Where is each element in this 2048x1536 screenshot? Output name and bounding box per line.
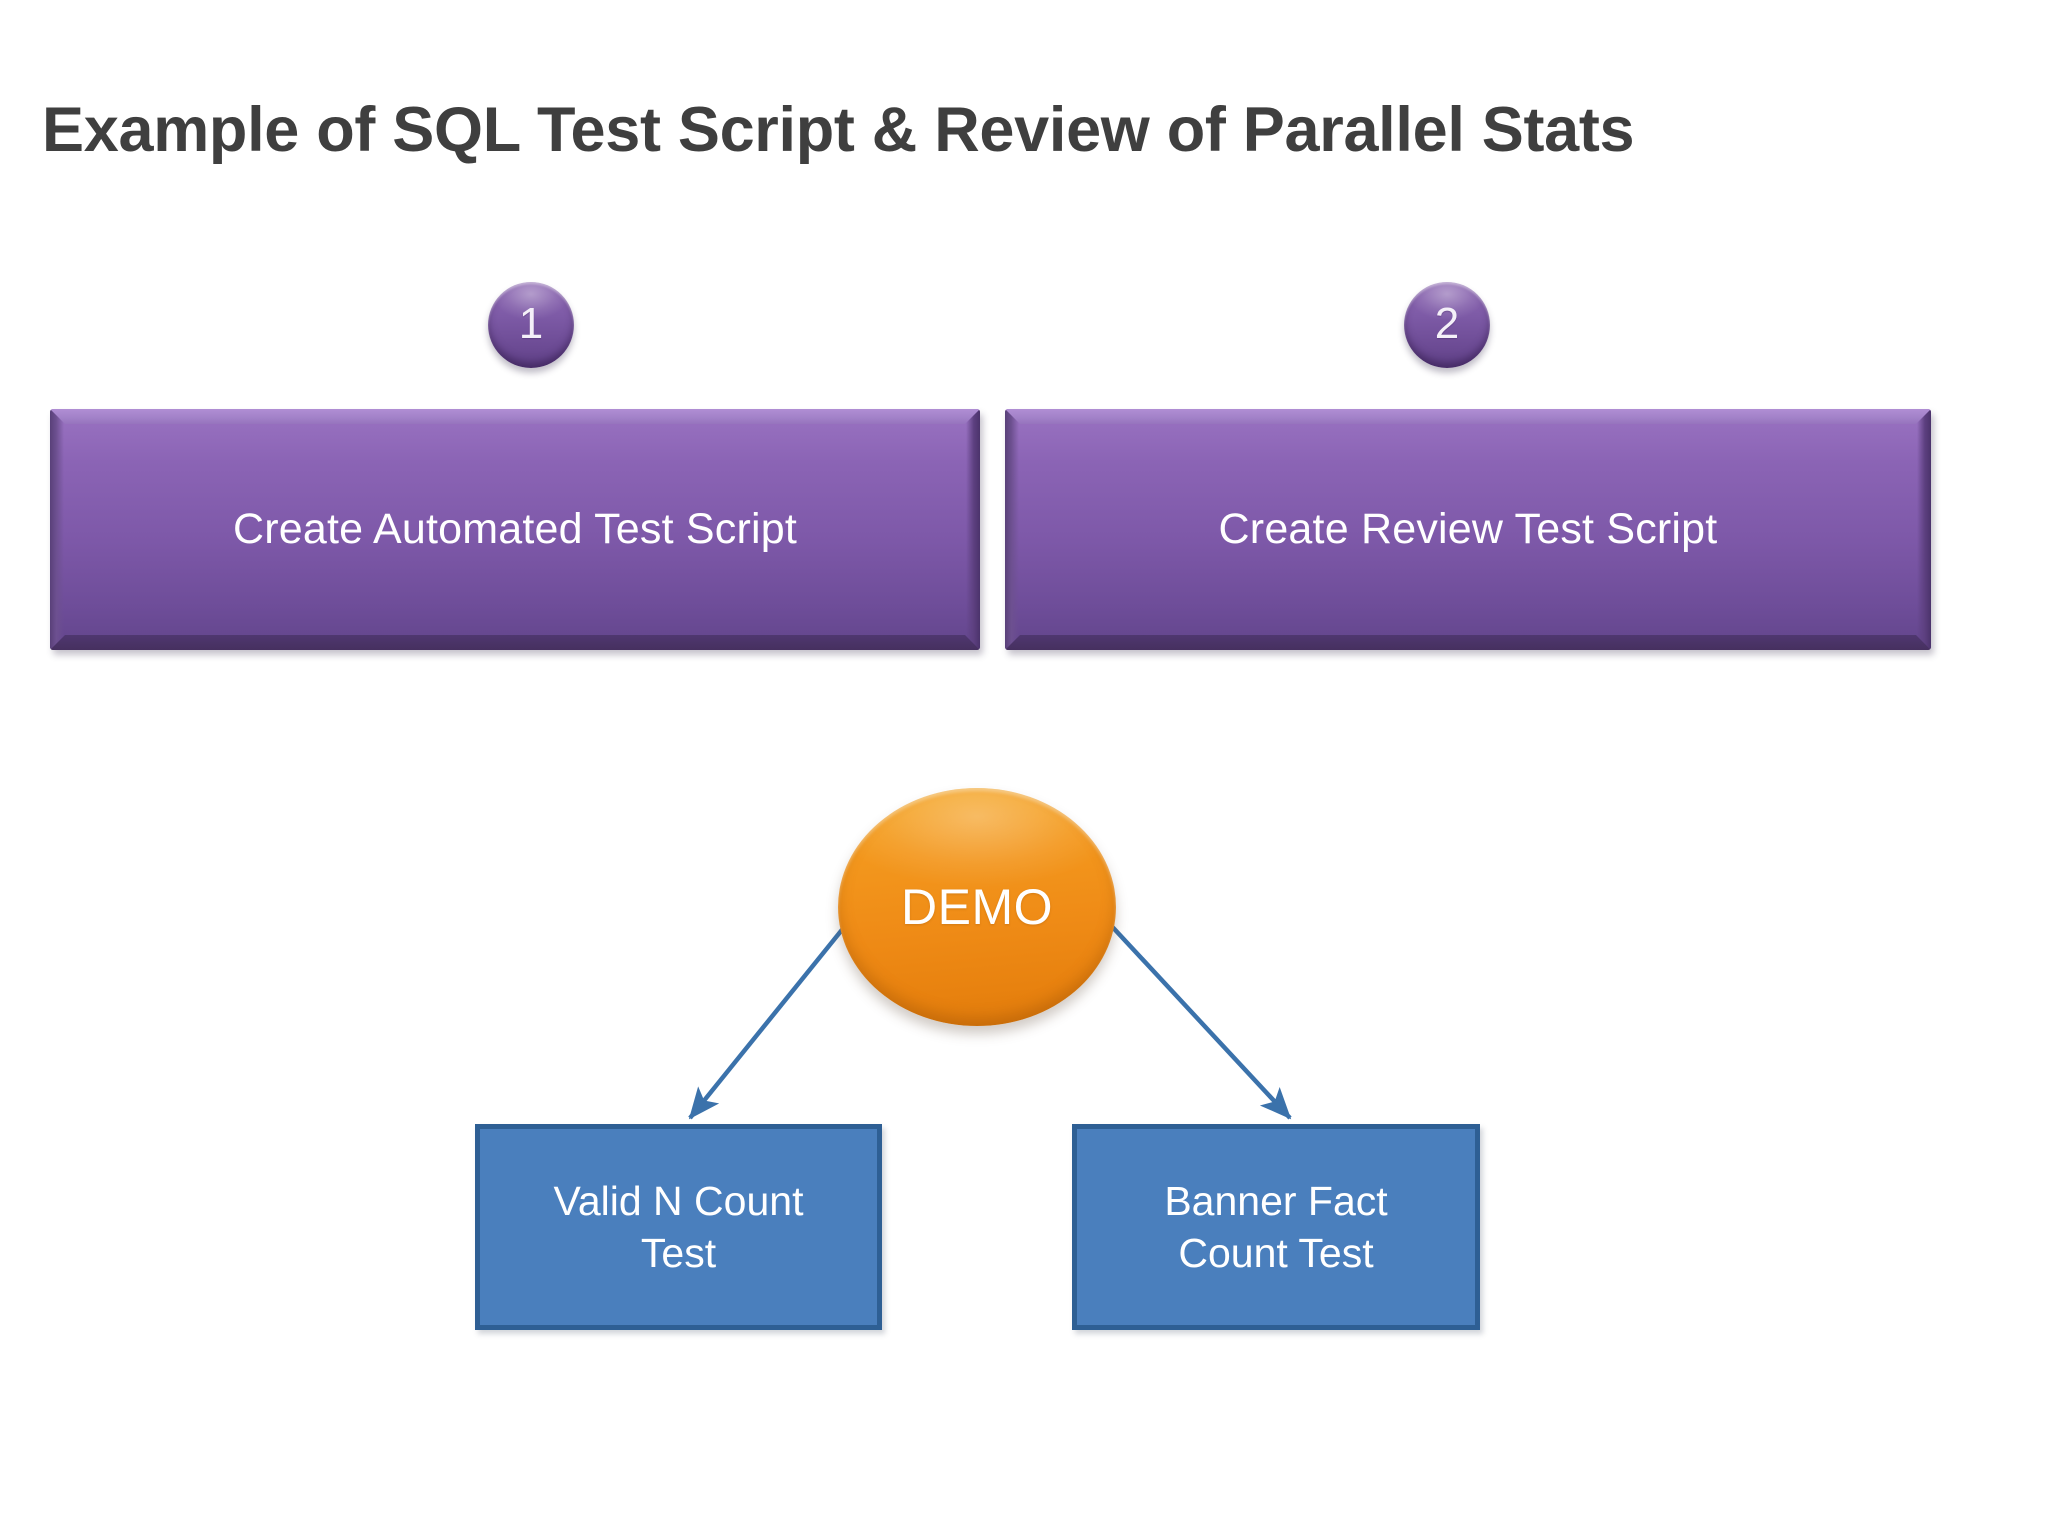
demo-label: DEMO [901,879,1053,935]
step-badge-2: 2 [1404,282,1490,368]
process-bar-create-automated-test-script: Create Automated Test Script [50,409,980,650]
step-badge-1: 1 [488,282,574,368]
arrow-demo-to-valid-n-count-test [688,903,864,1120]
test-box-banner-fact-count-test: Banner Fact Count Test [1072,1124,1480,1330]
process-bar-1-label: Create Automated Test Script [232,505,798,553]
test-box-2-label: Banner Fact Count Test [1164,1177,1388,1276]
test-box-1-label: Valid N Count Test [553,1177,804,1276]
bevel-edge-right [966,409,980,650]
step-badge-1-number: 1 [518,298,544,348]
bevel-edge-left [50,409,64,650]
bevel-edge-right [1917,409,1931,650]
demo-node: DEMO [838,788,1116,1026]
page-title: Example of SQL Test Script & Review of P… [42,95,1635,165]
arrow-demo-to-banner-fact-count-test [1090,903,1292,1120]
step-badge-2-number: 2 [1434,298,1460,348]
process-bar-2-label: Create Review Test Script [1218,505,1718,553]
bevel-edge-left [1005,409,1019,650]
test-box-valid-n-count-test: Valid N Count Test [475,1124,882,1330]
process-bar-create-review-test-script: Create Review Test Script [1005,409,1931,650]
